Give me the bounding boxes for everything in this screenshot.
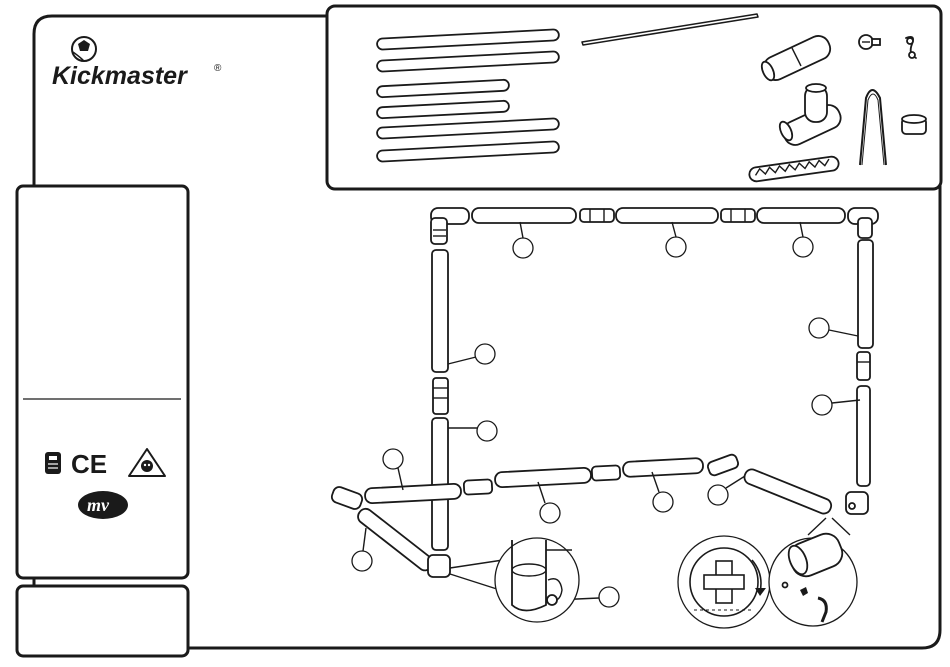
parts-end-cap xyxy=(902,115,926,134)
callout-circle xyxy=(352,551,372,571)
left-upright xyxy=(432,250,448,550)
left-info-panel xyxy=(17,186,188,578)
callout-circle xyxy=(812,395,832,415)
recycle-bin-icon xyxy=(45,452,61,474)
registered-mark: ® xyxy=(214,63,222,74)
callout-circle xyxy=(383,449,403,469)
callout-circle xyxy=(477,421,497,441)
mv-logo-text: mv xyxy=(87,495,110,515)
detail-screw-turn xyxy=(678,536,770,628)
callout-circle xyxy=(540,503,560,523)
callout-circle xyxy=(653,492,673,512)
callout-circle xyxy=(475,344,495,364)
callout-circle xyxy=(809,318,829,338)
callout-circle xyxy=(666,237,686,257)
football-icon xyxy=(72,37,96,61)
left-bottom-panel xyxy=(17,586,188,656)
parts-panel xyxy=(327,6,941,189)
mv-logo-icon: mv xyxy=(78,491,128,519)
brand-name: Kickmaster xyxy=(52,62,188,90)
top-crossbar xyxy=(472,208,845,223)
callout-circle xyxy=(513,238,533,258)
callout-circle xyxy=(793,237,813,257)
callout-circle xyxy=(708,485,728,505)
callout-circle xyxy=(599,587,619,607)
ce-mark-icon: CE xyxy=(71,449,107,479)
